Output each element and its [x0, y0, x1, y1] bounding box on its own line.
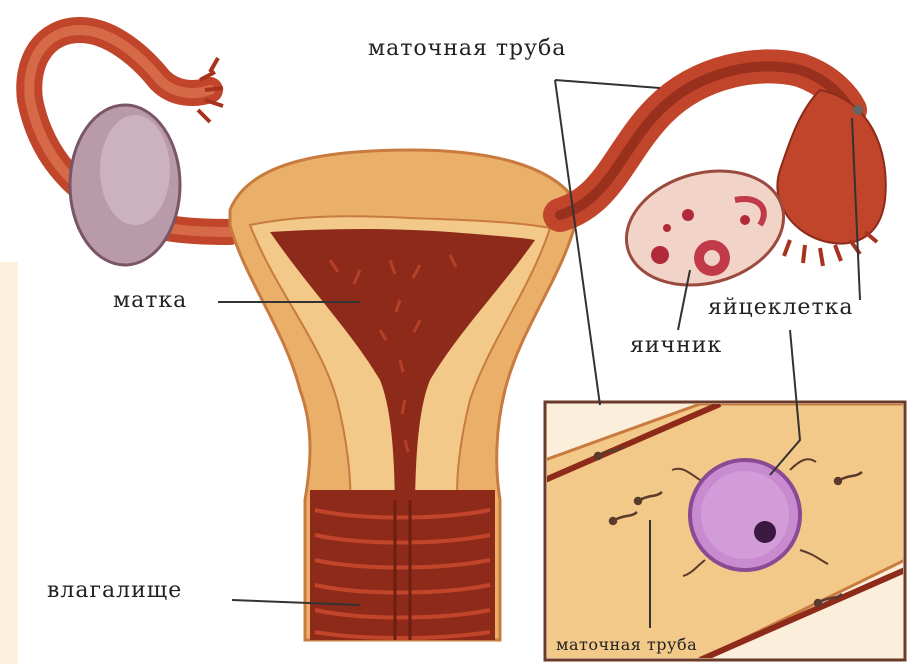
egg-nucleus — [754, 521, 776, 543]
label-vagina: влагалище — [47, 580, 182, 602]
label-egg-cell: яйцеклетка — [708, 297, 854, 319]
label-fallopian-tube-inset: маточная труба — [556, 637, 697, 653]
label-fallopian-tube: маточная труба — [368, 38, 566, 60]
side-panel — [0, 262, 18, 664]
label-uterus: матка — [113, 290, 187, 312]
label-ovary: яичник — [630, 335, 722, 357]
right-infundibulum — [777, 90, 885, 244]
right-ovary — [613, 154, 796, 302]
egg-in-tube-dot — [853, 105, 863, 115]
